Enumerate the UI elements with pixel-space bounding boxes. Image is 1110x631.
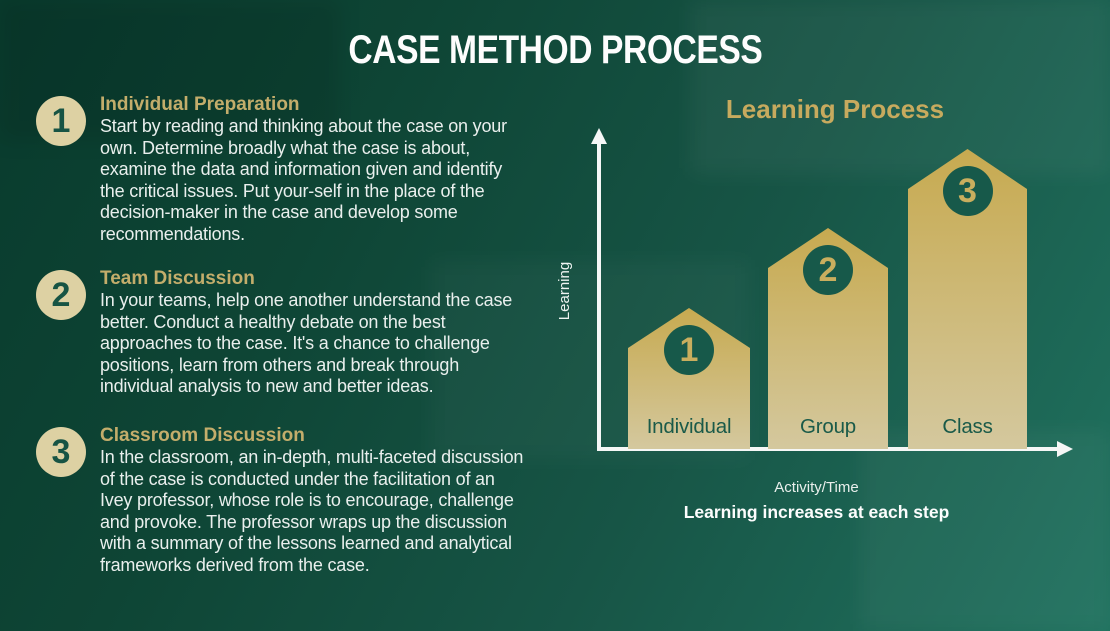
bar-3-number-badge: 3 [942,166,993,216]
step-1-text: Individual Preparation Start by reading … [100,94,524,245]
page-title: CASE METHOD PROCESS [0,28,1110,73]
bar-class: 3 Class [908,149,1027,449]
step-individual-preparation: 1 Individual Preparation Start by readin… [36,94,536,245]
x-axis-arrow-icon [1057,441,1073,457]
page-title-text: CASE METHOD PROCESS [348,28,762,72]
bar-1-label: Individual [646,415,732,438]
step-1-number-badge: 1 [36,96,86,146]
background-texture [690,0,1110,175]
y-axis-arrow-icon [591,128,607,144]
step-3-body: In the classroom, an in-depth, multi-fac… [100,447,524,575]
background-texture [860,430,1110,631]
y-axis-label: Learning [556,261,573,321]
bar-3-label: Class [942,415,993,438]
step-1-heading: Individual Preparation [100,94,300,115]
x-axis-label: Activity/Time [774,479,859,496]
step-2-heading: Team Discussion [100,268,255,289]
bar-1-number-badge: 1 [664,325,714,375]
chart-title: Learning Process [725,94,945,124]
step-team-discussion: 2 Team Discussion In your teams, help on… [36,268,536,398]
step-1-body: Start by reading and thinking about the … [100,116,507,244]
chart-caption: Learning increases at each step [683,502,950,522]
bar-individual: 1 Individual [628,308,750,449]
step-classroom-discussion: 3 Classroom Discussion In the classroom,… [36,425,536,576]
bar-2-number-badge: 2 [803,245,853,295]
bar-group: 2 Group [768,228,888,449]
y-axis-line [597,143,601,450]
x-axis-line [597,447,1059,451]
step-2-text: Team Discussion In your teams, help one … [100,268,524,398]
step-3-text: Classroom Discussion In the classroom, a… [100,425,524,576]
bar-2-label: Group [800,415,856,438]
step-2-number-badge: 2 [36,270,86,320]
step-2-body: In your teams, help one another understa… [100,290,513,396]
step-3-number-badge: 3 [36,427,86,477]
step-3-heading: Classroom Discussion [100,425,305,446]
